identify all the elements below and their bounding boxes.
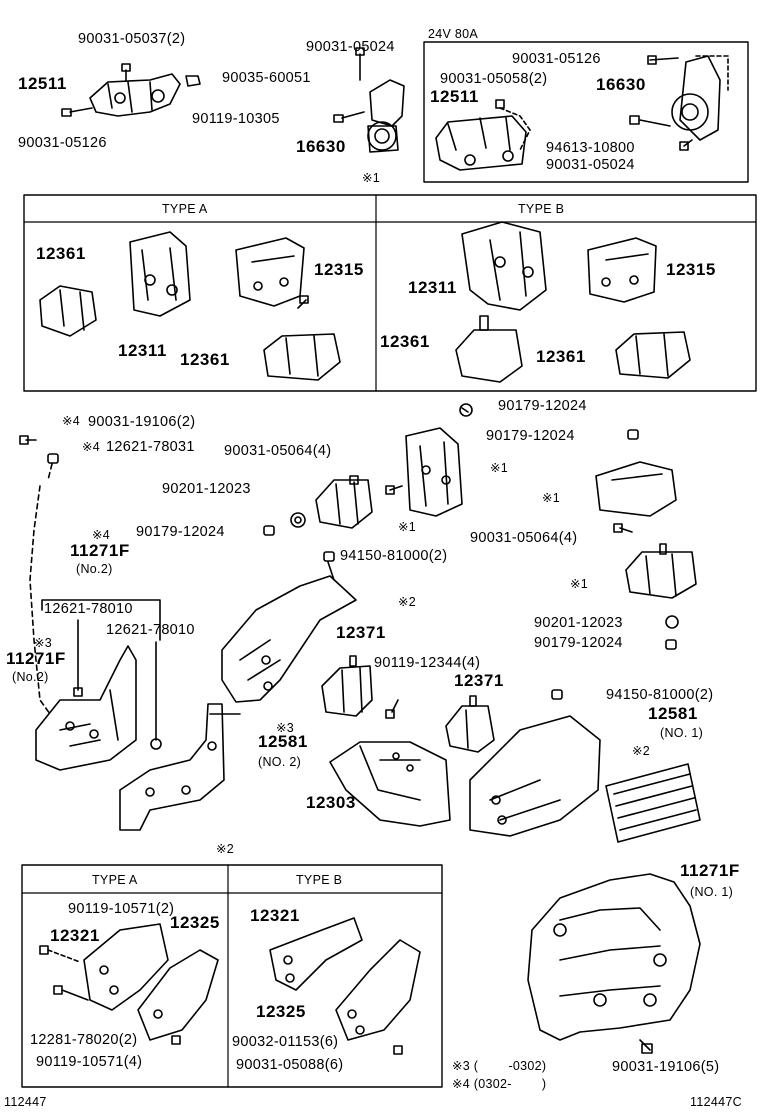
alternator-24v-drawing bbox=[671, 55, 721, 141]
part-number-90179-12024-b: 90179-12024 bbox=[498, 398, 587, 414]
bracket-12581-no1-drawing bbox=[469, 715, 601, 837]
part-number-94613-10800: 94613-10800 bbox=[546, 140, 635, 156]
bracket-12321-b-drawing bbox=[269, 917, 363, 991]
part-number-12315-a: 12315 bbox=[314, 260, 364, 279]
part-number-90031-05037: 90031-05037(2) bbox=[78, 31, 186, 47]
part-number-90119-10305: 90119-10305 bbox=[192, 111, 280, 127]
type-b-header-2: TYPE B bbox=[296, 873, 343, 887]
label-no2-b: (No.2) bbox=[12, 670, 49, 684]
part-number-12371-a: 12371 bbox=[336, 623, 386, 642]
part-number-90201-12023-b: 90201-12023 bbox=[534, 615, 623, 631]
part-number-90179-12024-a: 90179-12024 bbox=[136, 524, 225, 540]
part-number-16630: 16630 bbox=[296, 137, 346, 156]
part-number-12281-78020: 12281-78020(2) bbox=[30, 1032, 138, 1048]
note-marker-2-box: ※2 bbox=[216, 842, 235, 856]
footnote-3: ※3 ( -0302) bbox=[452, 1059, 547, 1073]
bracket-12325-b-drawing bbox=[335, 939, 421, 1041]
label-12581-no2: (NO. 2) bbox=[258, 755, 302, 769]
part-number-12511-24v: 12511 bbox=[430, 87, 479, 106]
part-number-16630-24v: 16630 bbox=[596, 75, 646, 94]
bracket-12311-middle-drawing bbox=[405, 427, 463, 517]
part-number-12315-b: 12315 bbox=[666, 260, 716, 279]
note-marker-1-m4: ※1 bbox=[570, 577, 589, 591]
note-marker-3-m2: ※3 bbox=[276, 721, 295, 735]
bracket-12581-no2-drawing bbox=[119, 703, 225, 831]
diagram-code-right: 112447C bbox=[690, 1095, 742, 1109]
part-number-90032-01153: 90032-01153(6) bbox=[232, 1034, 339, 1050]
bracket-12303-drawing bbox=[329, 741, 451, 827]
part-number-12361-b2: 12361 bbox=[536, 347, 586, 366]
part-number-11271f-no2-a: 11271F bbox=[70, 541, 130, 560]
part-number-90179-12024-d: 90179-12024 bbox=[534, 635, 623, 651]
part-number-90031-05024-24v: 90031-05024 bbox=[546, 157, 635, 173]
bracket-12325-a-drawing bbox=[137, 949, 219, 1041]
part-number-90179-12024-c: 90179-12024 bbox=[486, 428, 575, 444]
bracket-no2-upper-drawing bbox=[221, 575, 357, 703]
part-number-90035-60051: 90035-60051 bbox=[222, 70, 311, 86]
part-number-12361-a1: 12361 bbox=[36, 244, 86, 263]
bracket-12315-right-drawing bbox=[595, 461, 677, 517]
part-number-11271f-no2-b: 11271F bbox=[6, 649, 66, 668]
part-number-12311-a: 12311 bbox=[118, 341, 167, 360]
bracket-12321-a-drawing bbox=[83, 923, 169, 1011]
part-number-12621-78031: 12621-78031 bbox=[106, 439, 195, 455]
part-number-90031-05088: 90031-05088(6) bbox=[236, 1057, 344, 1073]
note-marker-1-m1: ※1 bbox=[398, 520, 417, 534]
bracket-11271f-no2-drawing bbox=[35, 645, 137, 771]
part-number-12321-a: 12321 bbox=[50, 926, 100, 945]
part-number-12325-a: 12325 bbox=[170, 913, 220, 932]
part-number-90119-10571-2: 90119-10571(2) bbox=[68, 901, 175, 917]
note-marker-4c: ※4 bbox=[92, 528, 111, 542]
footnote-4: ※4 (0302- ) bbox=[452, 1077, 547, 1091]
alternator-16630-drawing bbox=[367, 79, 405, 153]
note-marker-2-m1: ※2 bbox=[398, 595, 417, 609]
part-number-90031-05126-24v: 90031-05126 bbox=[512, 51, 601, 67]
bracket-24v-drawing bbox=[435, 115, 527, 171]
part-number-12325-b: 12325 bbox=[256, 1002, 306, 1021]
plate-12581-no1-drawing bbox=[605, 763, 701, 843]
part-number-90031-05126: 90031-05126 bbox=[18, 135, 107, 151]
bracket-11271f-no1-drawing bbox=[527, 873, 701, 1041]
part-number-90031-19106-2: 90031-19106(2) bbox=[88, 414, 196, 430]
type-a-header-2: TYPE A bbox=[92, 873, 138, 887]
part-number-12361-a2: 12361 bbox=[180, 350, 230, 369]
part-number-90201-12023-a: 90201-12023 bbox=[162, 481, 251, 497]
diagram-code-left: 112447 bbox=[4, 1095, 47, 1109]
type-a-header: TYPE A bbox=[162, 202, 208, 216]
part-number-90031-05024: 90031-05024 bbox=[306, 39, 395, 55]
part-number-12321-b: 12321 bbox=[250, 906, 300, 925]
note-marker-1: ※1 bbox=[362, 171, 381, 185]
note-marker-4a: ※4 bbox=[62, 414, 81, 428]
part-number-94150-81000-a: 94150-81000(2) bbox=[340, 548, 448, 564]
part-number-12581-no1: 12581 bbox=[648, 704, 698, 723]
part-number-12621-78010-a: 12621-78010 bbox=[44, 601, 133, 617]
box-24v-title: 24V 80A bbox=[428, 27, 479, 41]
part-number-90119-12344: 90119-12344(4) bbox=[374, 655, 481, 671]
note-marker-3-m1: ※3 bbox=[34, 636, 53, 650]
part-number-12511: 12511 bbox=[18, 74, 67, 93]
part-number-90031-05058: 90031-05058(2) bbox=[440, 71, 548, 87]
part-number-12621-78010-b: 12621-78010 bbox=[106, 622, 195, 638]
part-number-12361-b1: 12361 bbox=[380, 332, 430, 351]
part-number-90031-05064-a: 90031-05064(4) bbox=[224, 443, 332, 459]
type-b-header: TYPE B bbox=[518, 202, 565, 216]
note-marker-4b: ※4 bbox=[82, 440, 101, 454]
part-number-11271f-no1: 11271F bbox=[680, 861, 740, 880]
part-number-94150-81000-b: 94150-81000(2) bbox=[606, 687, 714, 703]
note-marker-2-m2: ※2 bbox=[632, 744, 651, 758]
bracket-12511-drawing bbox=[89, 73, 181, 117]
label-no2-a: (No.2) bbox=[76, 562, 113, 576]
label-12581-no1: (NO. 1) bbox=[660, 726, 704, 740]
part-number-12311-b: 12311 bbox=[408, 278, 457, 297]
part-number-90119-10571-4: 90119-10571(4) bbox=[36, 1054, 143, 1070]
note-marker-1-m3: ※1 bbox=[542, 491, 561, 505]
part-number-90031-05064-b: 90031-05064(4) bbox=[470, 530, 578, 546]
part-number-90031-19106-5: 90031-19106(5) bbox=[612, 1059, 720, 1075]
part-number-12371-b: 12371 bbox=[454, 671, 504, 690]
part-number-12303: 12303 bbox=[306, 793, 356, 812]
note-marker-1-m2: ※1 bbox=[490, 461, 509, 475]
part-number-12581-no2: 12581 bbox=[258, 732, 308, 751]
label-11271f-no1: (NO. 1) bbox=[690, 885, 734, 899]
